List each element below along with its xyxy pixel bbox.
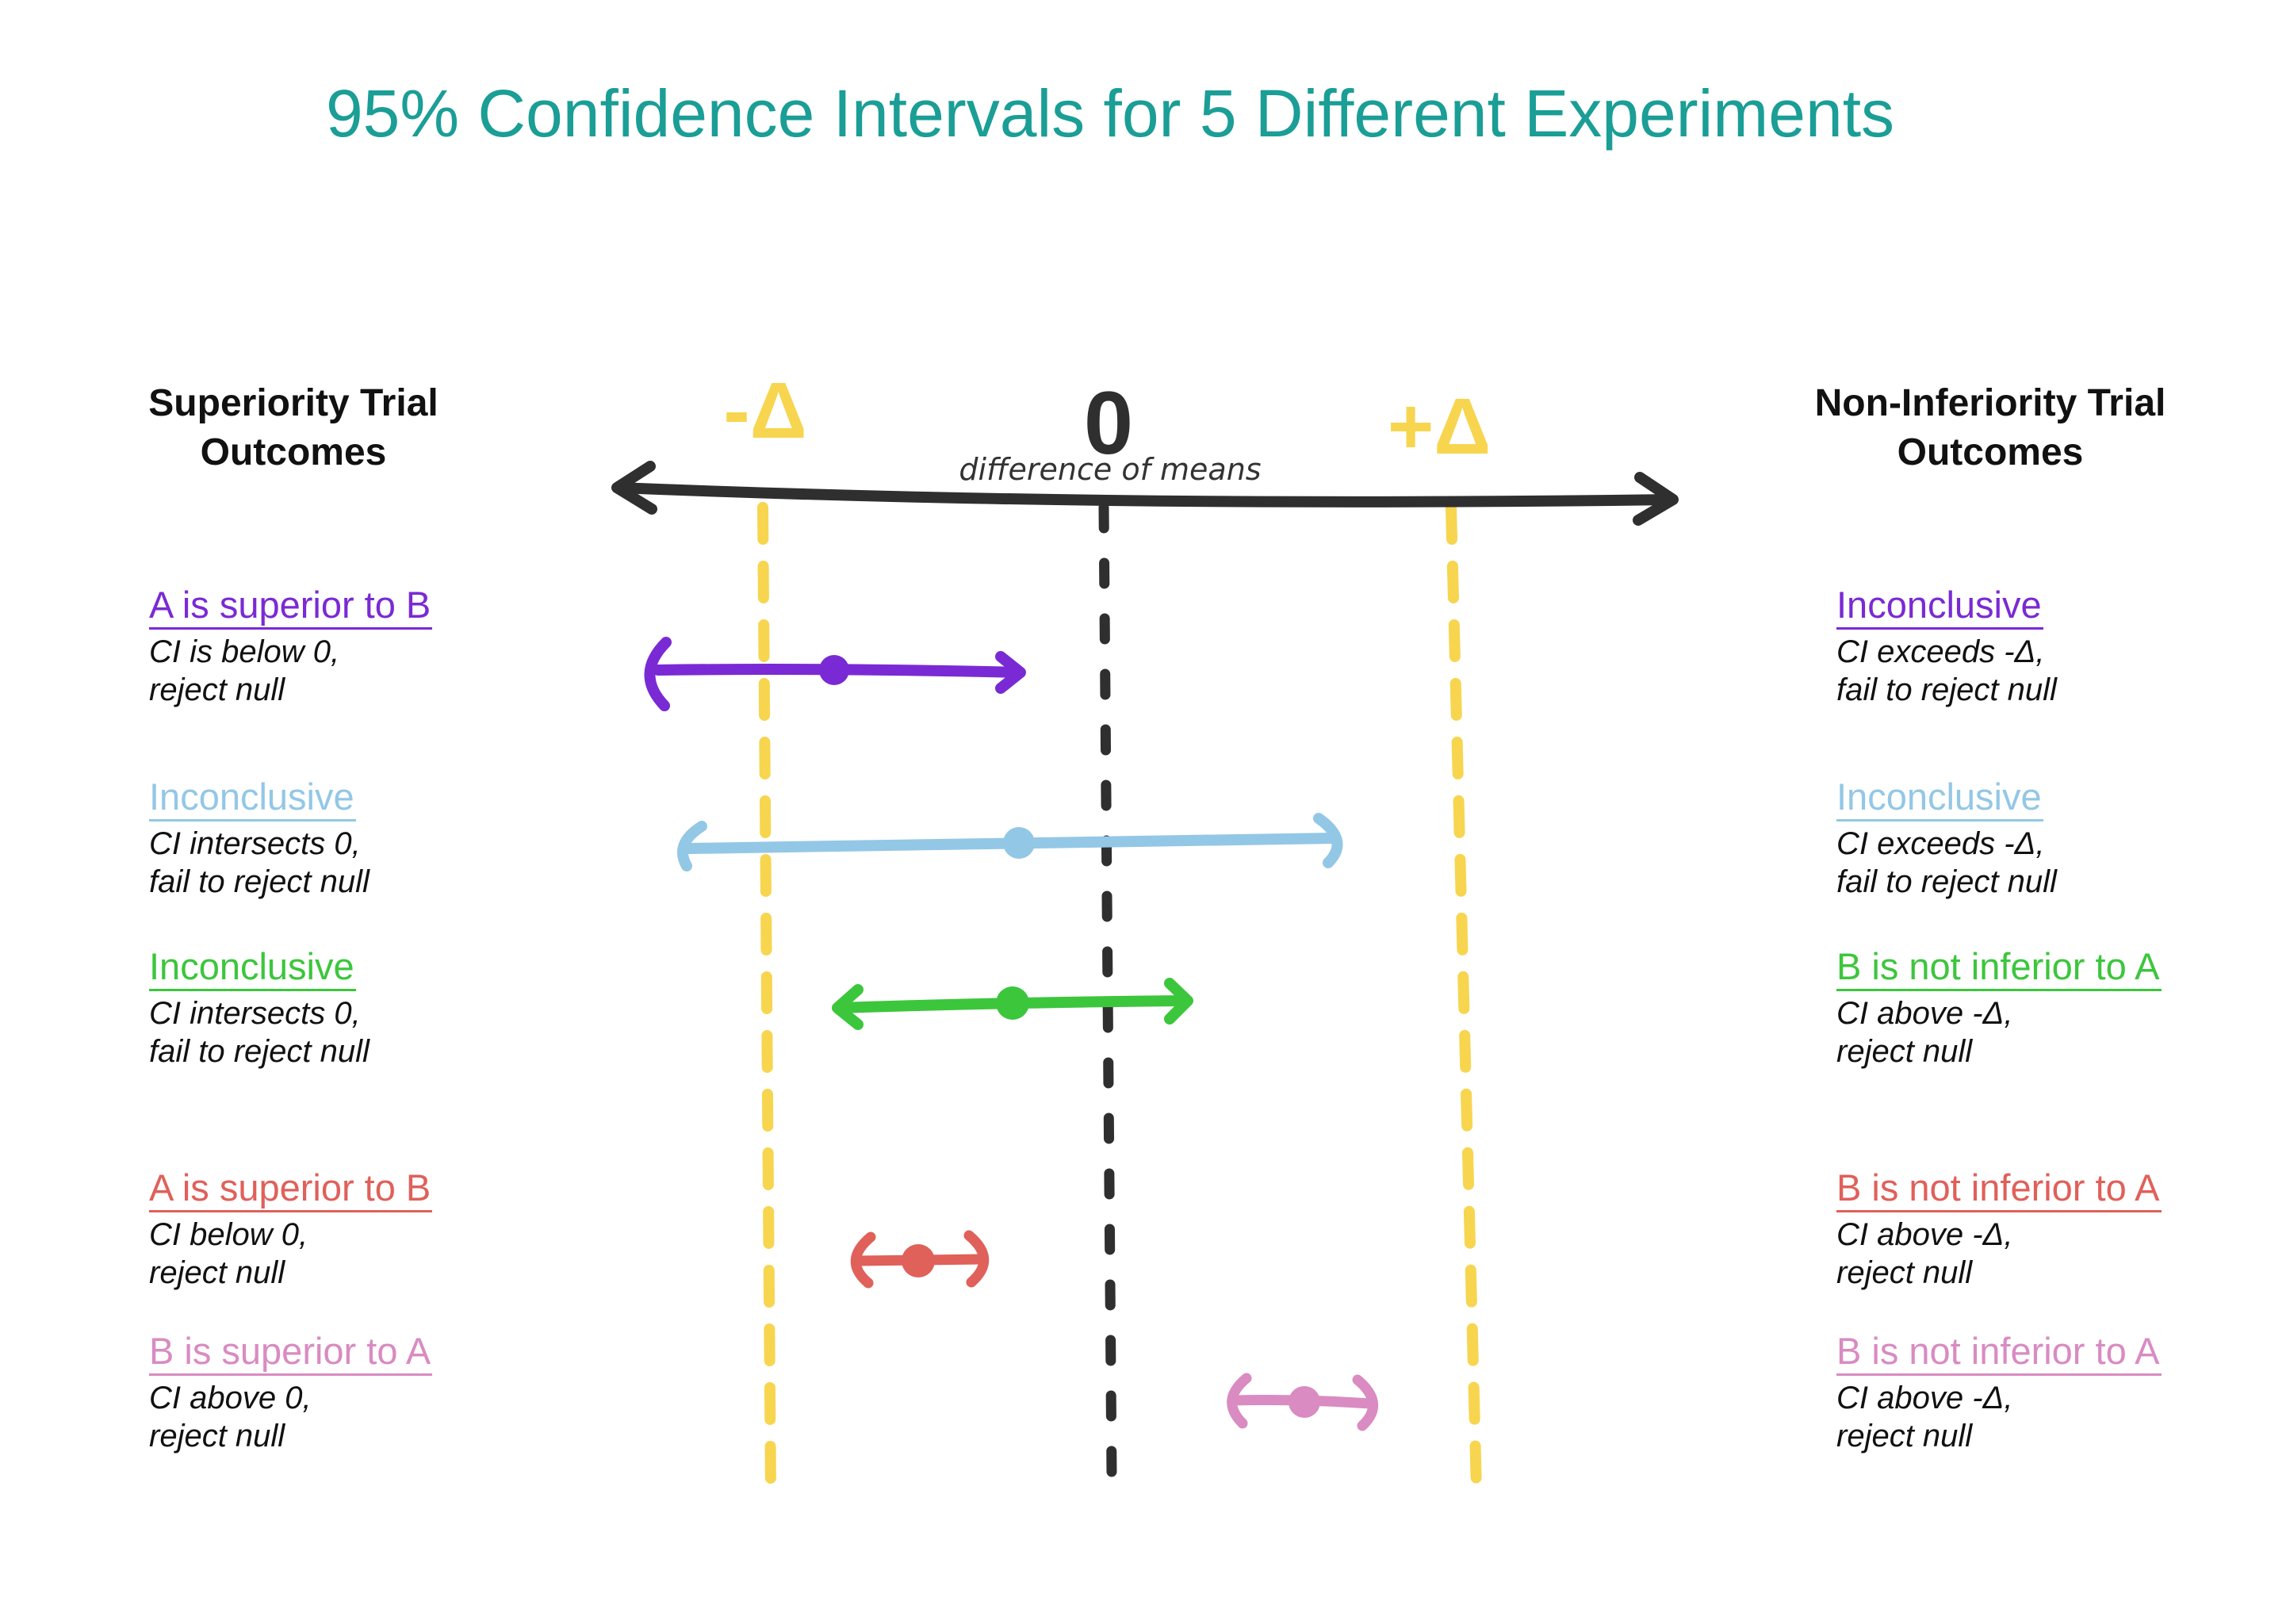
superiority-outcome-5: B is superior to A CI above 0, reject nu… [149, 1329, 433, 1455]
superiority-heading-line-1: Superiority Trial [148, 382, 438, 424]
outcome-description-line: reject null [1836, 1419, 1973, 1454]
interval-2-left-bracket-icon [677, 821, 707, 871]
neg-delta-label: -Δ [723, 366, 806, 455]
non-inferiority-outcome-2: Inconclusive CI exceeds -Δ, fail to reje… [1836, 775, 2057, 901]
axis-right-arrow-icon [1633, 472, 1679, 526]
outcome-title: B is not inferior to A [1836, 944, 2162, 991]
page-title: 95% Confidence Intervals for 5 Different… [325, 76, 1895, 151]
outcome-description-line: fail to reject null [149, 864, 370, 899]
interval-3 [832, 978, 1193, 1030]
interval-4-left-bracket-icon [850, 1231, 876, 1289]
outcome-description: CI above -Δ, reject null [1836, 994, 2162, 1071]
outcome-description: CI intersects 0, fail to reject null [149, 994, 370, 1071]
interval-2-point [1003, 827, 1035, 859]
outcome-title: A is superior to B [149, 583, 433, 630]
outcome-description: CI above -Δ, reject null [1836, 1379, 2162, 1455]
outcome-description: CI above 0, reject null [149, 1379, 432, 1455]
outcome-description-line: reject null [149, 1419, 285, 1454]
outcome-description-line: fail to reject null [149, 1034, 370, 1069]
interval-4-right-bracket-icon [963, 1230, 990, 1288]
non-inferiority-heading: Non-Inferiority Trial Outcomes [1776, 379, 2204, 477]
outcome-description: CI intersects 0, fail to reject null [149, 825, 370, 901]
axis-line [613, 482, 1677, 508]
interval-1 [644, 637, 1026, 711]
outcome-description-line: reject null [1836, 1255, 1973, 1290]
outcome-description-line: CI intersects 0, [149, 826, 361, 861]
outcome-description: CI is below 0, reject null [149, 633, 432, 709]
outcome-description-line: CI intersects 0, [149, 996, 361, 1031]
non-inferiority-outcome-4: B is not inferior to A CI above -Δ, reje… [1836, 1166, 2162, 1292]
interval-5-right-bracket-icon [1352, 1374, 1379, 1431]
outcome-description-line: fail to reject null [1836, 672, 2057, 707]
outcome-description-line: CI above -Δ, [1836, 1217, 2013, 1252]
axis-left-arrow-icon [611, 461, 657, 515]
axis-label: difference of means [959, 452, 1261, 487]
pos-delta-line [1446, 502, 1482, 1496]
outcome-description-line: reject null [1836, 1034, 1973, 1069]
neg-delta-line [757, 502, 776, 1496]
interval-5-left-bracket-icon [1227, 1373, 1252, 1429]
interval-3-right-arrow-icon [1164, 978, 1193, 1025]
outcome-description: CI exceeds -Δ, fail to reject null [1836, 633, 2057, 709]
interval-5-point [1289, 1386, 1320, 1418]
outcome-description: CI above -Δ, reject null [1836, 1216, 2162, 1292]
outcome-description: CI below 0, reject null [149, 1216, 432, 1292]
non-inferiority-heading-line-1: Non-Inferiority Trial [1814, 382, 2166, 424]
interval-1-left-bracket-icon [644, 637, 672, 711]
outcome-title: B is superior to A [149, 1329, 433, 1376]
superiority-outcome-2: Inconclusive CI intersects 0, fail to re… [149, 775, 370, 901]
outcome-description: CI exceeds -Δ, fail to reject null [1836, 825, 2057, 901]
outcome-description-line: CI below 0, [149, 1217, 308, 1252]
superiority-heading-line-2: Outcomes [200, 431, 387, 473]
outcome-description-line: CI above 0, [149, 1381, 312, 1415]
interval-4 [850, 1230, 990, 1289]
outcome-title: B is not inferior to A [1836, 1329, 2162, 1376]
zero-line [1098, 502, 1117, 1480]
pos-delta-label: +Δ [1388, 382, 1491, 471]
interval-3-point [996, 986, 1029, 1020]
outcome-title: Inconclusive [149, 775, 356, 822]
outcome-description-line: CI exceeds -Δ, [1836, 826, 2045, 861]
outcome-title: A is superior to B [149, 1166, 433, 1212]
interval-5 [1227, 1373, 1379, 1431]
outcome-description-line: CI above -Δ, [1836, 996, 2013, 1031]
outcome-title: Inconclusive [1836, 775, 2043, 822]
outcome-title: Inconclusive [1836, 583, 2043, 630]
non-inferiority-outcome-5: B is not inferior to A CI above -Δ, reje… [1836, 1329, 2162, 1455]
outcome-description-line: reject null [149, 1255, 285, 1290]
interval-2 [677, 813, 1343, 871]
outcome-description-line: reject null [149, 672, 285, 707]
interval-3-left-arrow-icon [832, 984, 864, 1030]
outcome-description-line: CI exceeds -Δ, [1836, 634, 2045, 669]
interval-1-right-arrow-icon [995, 651, 1026, 694]
superiority-outcome-3: Inconclusive CI intersects 0, fail to re… [149, 944, 370, 1071]
superiority-outcome-4: A is superior to B CI below 0, reject nu… [149, 1166, 433, 1292]
non-inferiority-heading-line-2: Outcomes [1897, 431, 2084, 473]
superiority-heading: Superiority Trial Outcomes [119, 379, 468, 477]
non-inferiority-outcome-3: B is not inferior to A CI above -Δ, reje… [1836, 944, 2162, 1071]
outcome-title: Inconclusive [149, 944, 356, 991]
outcome-title: B is not inferior to A [1836, 1166, 2162, 1212]
interval-4-point [902, 1244, 935, 1277]
outcome-description-line: fail to reject null [1836, 864, 2057, 899]
zero-label: 0 [1084, 373, 1133, 473]
outcome-description-line: CI is below 0, [149, 634, 340, 669]
superiority-outcome-1: A is superior to B CI is below 0, reject… [149, 583, 433, 709]
interval-2-right-bracket-icon [1313, 813, 1343, 868]
non-inferiority-outcome-1: Inconclusive CI exceeds -Δ, fail to reje… [1836, 583, 2057, 709]
interval-1-point [819, 655, 849, 685]
outcome-description-line: CI above -Δ, [1836, 1381, 2013, 1415]
